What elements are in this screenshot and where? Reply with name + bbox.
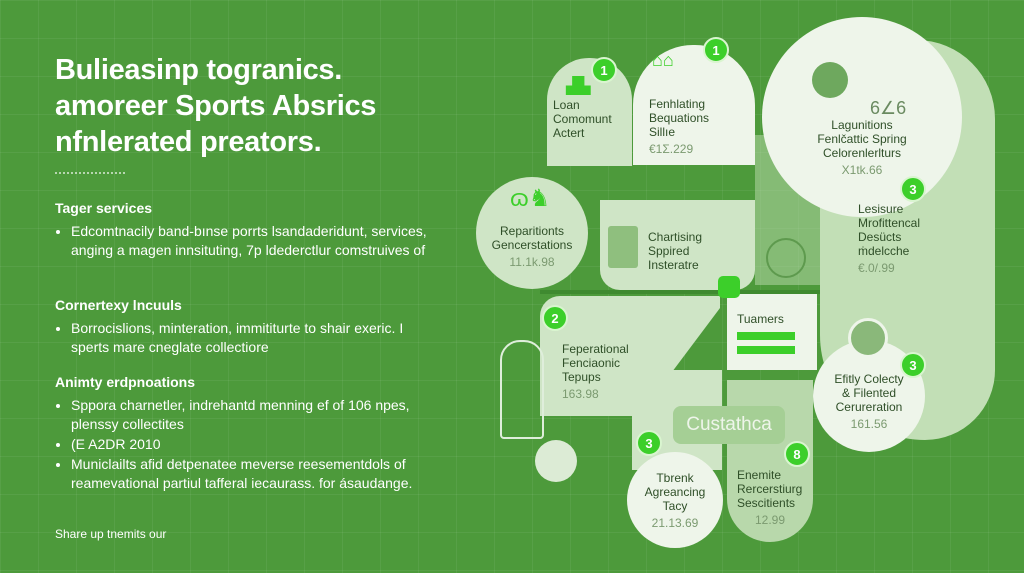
card-lagunitions: Lagunitions Fenlčattic Spring Celorenler… xyxy=(762,17,962,217)
card-text: Chartising xyxy=(648,230,703,244)
title-line: amoreer Sports Absrics xyxy=(55,90,377,122)
progress-bar xyxy=(737,332,795,340)
trophy-icon xyxy=(500,340,544,439)
card-leisure: Lesisure Mrofittencal Desücts ṁdelcche €… xyxy=(858,202,920,275)
divider-line xyxy=(540,290,820,294)
card-value: €.0/.99 xyxy=(858,261,895,275)
section-inclusions: Cornertexy lncuuls Borrocislions, minter… xyxy=(55,297,435,358)
section-heading: Cornertexy lncuuls xyxy=(55,297,182,313)
document-icon xyxy=(608,226,638,268)
step-badge: 1 xyxy=(703,37,729,63)
footer-text: Share up tnemits our xyxy=(55,527,167,541)
network-icon: ⌂⌂ xyxy=(652,50,674,70)
card-text: Insteratre xyxy=(648,258,699,272)
card-text: Fenciaonic xyxy=(562,356,621,370)
section-heading: Animty erdpnoations xyxy=(55,374,196,390)
card-value: 21.13.69 xyxy=(651,515,699,530)
card-value: 163.98 xyxy=(562,387,599,401)
card-text: & Filented xyxy=(841,385,897,400)
section-services: Tager services Edcomtnacily band-bınse p… xyxy=(55,200,435,261)
card-text: Tacy xyxy=(662,498,688,513)
card-value: 161.56 xyxy=(850,416,888,431)
card-value: €1Σ.229 xyxy=(649,142,694,156)
section-heading: Tager services xyxy=(55,200,153,216)
card-text: ṁdelcche xyxy=(858,244,910,258)
card-text: Lagunitions xyxy=(831,117,893,132)
step-badge: 3 xyxy=(900,176,926,202)
card-tbrenk: Tbrenk Agreancing Tacy 21.13.69 xyxy=(627,452,723,548)
card-text: Efitly Colecty xyxy=(834,371,904,386)
card-tuamers: Tuamers xyxy=(727,294,817,370)
animal-icon: ɷ♞ xyxy=(510,185,551,212)
card-text: Fenlčattic Spring xyxy=(817,131,907,146)
chart-icon: ▟▙ xyxy=(566,78,591,95)
card-text: Actert xyxy=(553,126,585,140)
card-text: Cerureration xyxy=(835,399,903,414)
card-text: Sillıe xyxy=(649,125,676,139)
card-text: Fenhlating xyxy=(649,97,706,111)
card-value: X1tk.66 xyxy=(841,162,883,177)
card-text: Agreancing xyxy=(644,484,706,499)
card-text: Feperational xyxy=(562,342,629,356)
card-text: Comomunt xyxy=(553,112,612,126)
card-value: 12.99 xyxy=(755,513,786,527)
card-text: Loan xyxy=(553,98,580,112)
bullet: Sppora charnetler, indrehantd menning ef… xyxy=(71,396,435,434)
bullet: (E A2DR 2010 xyxy=(71,435,435,454)
divider xyxy=(55,172,125,174)
bulb-icon xyxy=(812,62,848,98)
card-text: Sppired xyxy=(648,244,690,258)
bullet: Edcomtnacily band-bınse porrts lsandader… xyxy=(71,222,435,260)
center-label: Custathca xyxy=(673,406,785,444)
card-loan: Loan Comomunt Actert xyxy=(547,58,632,166)
step-badge: 3 xyxy=(636,430,662,456)
card-extra: 6∠6 xyxy=(870,98,907,118)
card-text: Enemite xyxy=(737,468,782,482)
card-text: Sescitients xyxy=(737,496,796,510)
card-text: Desücts xyxy=(858,230,902,244)
card-text: Reparitionts xyxy=(499,223,565,238)
card-text: Lesisure xyxy=(858,202,904,216)
card-text: Mrofittencal xyxy=(858,216,921,230)
step-badge: 3 xyxy=(900,352,926,378)
step-badge: 2 xyxy=(542,305,568,331)
card-text: Rercerstiurg xyxy=(737,482,803,496)
check-circle-icon xyxy=(766,238,806,278)
progress-bar xyxy=(737,346,795,354)
card-text: Bequations xyxy=(649,111,710,125)
card-text: Tepups xyxy=(562,370,601,384)
card-reparitionts: Reparitionts Gencerstations 11.1k.98 xyxy=(476,177,588,289)
card-text: Celorenlerlturs xyxy=(822,145,902,160)
title-line: nfnlerated preators. xyxy=(55,126,322,158)
bullet: Municlailts afid detpenatee meverse rees… xyxy=(71,455,435,493)
step-badge: 1 xyxy=(591,57,617,83)
title-line: Bulieasinp togranics. xyxy=(55,54,342,86)
connector-icon xyxy=(718,276,740,298)
page-title: Bulieasinp togranics. amoreer Sports Abs… xyxy=(55,52,376,160)
card-text: Tbrenk xyxy=(656,470,694,485)
section-operations: Animty erdpnoations Sppora charnetler, i… xyxy=(55,374,435,494)
card-value: 11.1k.98 xyxy=(509,254,555,269)
bullet: Borrocislions, minteration, immititurte … xyxy=(71,319,435,357)
card-text: Gencerstations xyxy=(491,237,573,252)
money-bag-icon xyxy=(848,318,888,358)
leaf-icon xyxy=(535,440,577,482)
step-badge: 8 xyxy=(784,441,810,467)
card-text: Tuamers xyxy=(737,312,784,326)
card-fenhlating: Fenhlating Bequations Sillıe €1Σ.229 xyxy=(633,45,755,165)
